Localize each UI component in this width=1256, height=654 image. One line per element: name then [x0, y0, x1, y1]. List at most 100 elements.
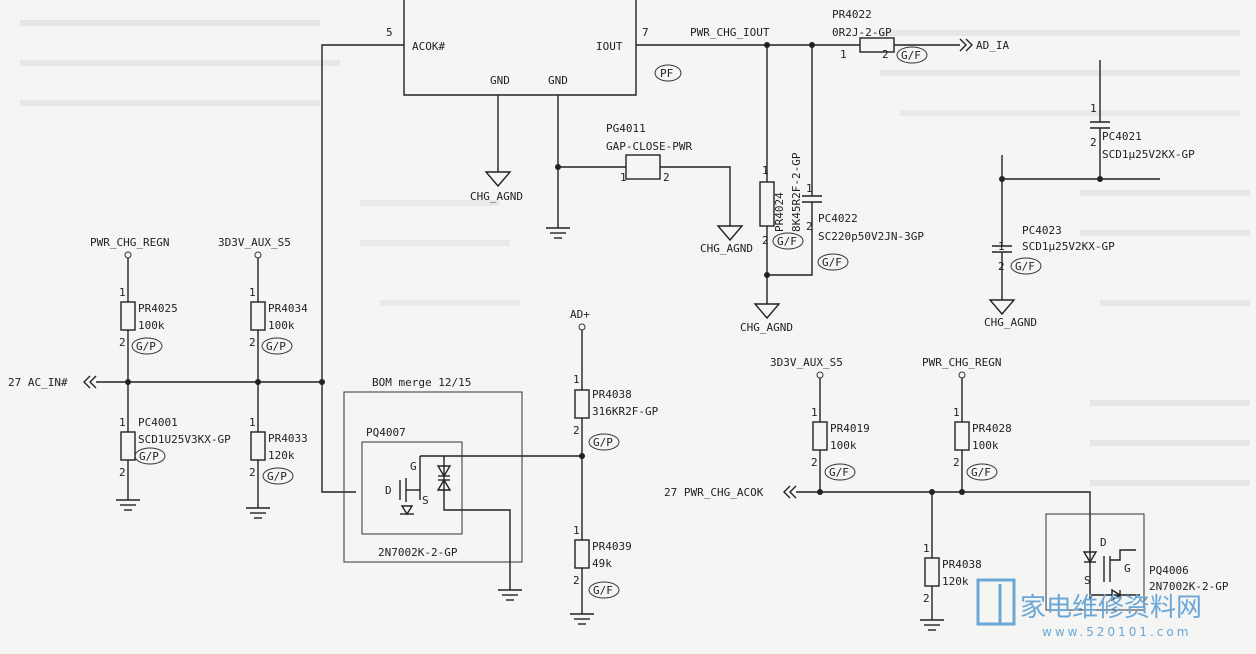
watermark-title: 家电维修资料网: [1020, 593, 1202, 623]
pr4038a-tag: G/P: [593, 436, 613, 449]
pg4011-gap: PG4011 GAP-CLOSE-PWR 1 2: [606, 122, 692, 184]
pc4023-pin1: 1: [998, 240, 1005, 253]
chg-agnd-label-1: CHG_AGND: [470, 190, 523, 203]
chg-agnd-symbol-1: [484, 171, 512, 188]
pg4011-pin1: 1: [620, 171, 627, 184]
net-pwr-chg-regn-a: PWR_CHG_REGN: [90, 236, 169, 249]
pr4034-pin2: 2: [249, 336, 256, 349]
pr4038a-pin1: 1: [573, 373, 580, 386]
pr4039-value: 49k: [592, 557, 612, 570]
pr4033-ref: PR4033: [268, 432, 308, 445]
net-ad-plus: AD+: [570, 308, 590, 321]
pr4033-pin1: 1: [249, 416, 256, 429]
pq4006-g: G: [1124, 562, 1131, 575]
pf-tag: PF: [660, 67, 673, 80]
pr4034-tag: G/P: [266, 340, 286, 353]
pc4001-pin2: 2: [119, 466, 126, 479]
pr4022-tag: G/F: [901, 49, 921, 62]
pq4006-s: S: [1084, 574, 1091, 587]
pr4034-pin1: 1: [249, 286, 256, 299]
pc4001-capacitor: 1 2 PC4001 SCD1U25V3KX-GP G/P: [119, 416, 231, 479]
earth-ground-icon: [546, 227, 570, 239]
net-pwr-chg-acok: 27 PWR_CHG_ACOK: [664, 486, 764, 499]
pr4019-pin2: 2: [811, 456, 818, 469]
ic-iout-pin-label: IOUT: [596, 40, 623, 53]
pr4019-ref: PR4019: [830, 422, 870, 435]
pr4028-value: 100k: [972, 439, 999, 452]
chg-agnd-label-2: CHG_AGND: [700, 242, 753, 255]
pr4033-resistor: 1 2 PR4033 120k G/P: [249, 416, 308, 485]
pr4024-pin2: 2: [762, 234, 769, 247]
charger-ic: 5 ACOK# IOUT 7 GND GND PF: [386, 0, 682, 96]
pq4006-d: D: [1100, 536, 1107, 549]
pr4025-ref: PR4025: [138, 302, 178, 315]
pr4038a-value: 316KR2F-GP: [592, 405, 659, 418]
pc4022-tag: G/F: [822, 256, 842, 269]
pr4022-ref: PR4022: [832, 8, 872, 21]
pr4025-pin2: 2: [119, 336, 126, 349]
ic-pin5-number: 5: [386, 26, 393, 39]
pc4021-capacitor: 1 2 PC4021 SCD1μ25V2KX-GP: [1090, 60, 1195, 161]
pr4025-pin1: 1: [119, 286, 126, 299]
pr4025-resistor: 1 2 PR4025 100k G/P: [119, 286, 178, 355]
pq4007-g: G: [410, 460, 417, 473]
pc4021-pin1: 1: [1090, 102, 1097, 115]
pg4011-ref: PG4011: [606, 122, 646, 135]
ic-acok-pin-label: ACOK#: [412, 40, 445, 53]
pr4034-value: 100k: [268, 319, 295, 332]
pr4033-tag: G/P: [267, 470, 287, 483]
background-bleed-text: [20, 20, 1250, 486]
pc4001-tag: G/P: [139, 450, 159, 463]
watermark-url: www.520101.com: [1042, 625, 1191, 639]
pq4007-mosfet: PQ4007 2N7002K-2-GP D G S: [361, 426, 463, 559]
pr4038a-resistor: 1 2 PR4038 316KR2F-GP G/P: [573, 373, 659, 451]
pr4038b-resistor: 1 2 PR4038 120k: [923, 542, 982, 605]
chg-agnd-symbol-2: [716, 225, 744, 242]
pc4023-ref: PC4023: [1022, 224, 1062, 237]
pr4025-tag: G/P: [136, 340, 156, 353]
pc4001-value: SCD1U25V3KX-GP: [138, 433, 231, 446]
pc4023-value: SCD1μ25V2KX-GP: [1022, 240, 1115, 253]
net-pwr-chg-regn-b: PWR_CHG_REGN: [922, 356, 1001, 369]
pr4038a-pin2: 2: [573, 424, 580, 437]
pq4006-value: 2N7002K-2-GP: [1149, 580, 1229, 593]
net-pwr-chg-iout: PWR_CHG_IOUT: [690, 26, 770, 39]
pc4021-value: SCD1μ25V2KX-GP: [1102, 148, 1195, 161]
pc4001-pin1: 1: [119, 416, 126, 429]
pr4038a-ref: PR4038: [592, 388, 632, 401]
chg-agnd-symbol-3: [753, 303, 781, 320]
pr4038b-ref: PR4038: [942, 558, 982, 571]
pr4019-resistor: 1 2 PR4019 100k G/F: [811, 406, 870, 481]
pr4025-value: 100k: [138, 319, 165, 332]
pr4038b-pin1: 1: [923, 542, 930, 555]
chg-agnd-label-3: CHG_AGND: [740, 321, 793, 334]
pr4039-pin1: 1: [573, 524, 580, 537]
pg4011-pin2: 2: [663, 171, 670, 184]
pc4022-ref: PC4022: [818, 212, 858, 225]
net-ad-ia: AD_IA: [976, 39, 1009, 52]
pc4001-ref: PC4001: [138, 416, 178, 429]
pc4021-ref: PC4021: [1102, 130, 1142, 143]
ic-pin7-number: 7: [642, 26, 649, 39]
net-3d3v-aux-b: 3D3V_AUX_S5: [770, 356, 843, 369]
site-watermark: 家电维修资料网 www.520101.com: [976, 578, 1202, 639]
pr4028-pin2: 2: [953, 456, 960, 469]
pr4028-pin1: 1: [953, 406, 960, 419]
acok-wire: [321, 44, 404, 493]
net-3d3v-aux-a: 3D3V_AUX_S5: [218, 236, 291, 249]
pr4033-pin2: 2: [249, 466, 256, 479]
pr4028-resistor: 1 2 PR4028 100k G/F: [953, 406, 1012, 481]
pr4019-tag: G/F: [829, 466, 849, 479]
pr4028-ref: PR4028: [972, 422, 1012, 435]
pr4039-tag: G/F: [593, 584, 613, 597]
pr4033-value: 120k: [268, 449, 295, 462]
pr4022-resistor: PR4022 0R2J-2-GP 1 2 G/F: [832, 8, 928, 64]
pr4039-ref: PR4039: [592, 540, 632, 553]
pr4022-pin2: 2: [882, 48, 889, 61]
chg-agnd-symbol-4: [988, 299, 1016, 316]
pr4028-tag: G/F: [971, 466, 991, 479]
pq4006-ref: PQ4006: [1149, 564, 1189, 577]
pq4007-value: 2N7002K-2-GP: [378, 546, 458, 559]
